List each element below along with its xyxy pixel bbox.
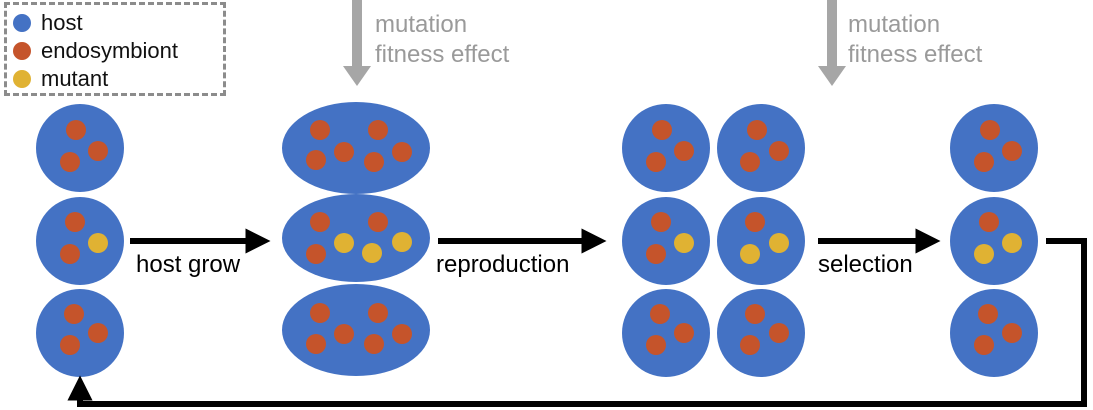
offspring-cell: [717, 289, 805, 377]
legend-item-mutant: mutant: [13, 65, 108, 93]
legend-item-endosymbiont: endosymbiont: [13, 37, 178, 65]
mutation-arrow-2: [818, 0, 846, 86]
endosymbiont-swatch-icon: [13, 42, 31, 60]
legend-label: mutant: [41, 66, 109, 91]
mutation-label-line1: mutation: [848, 11, 940, 38]
mutation-label-line1: mutation: [375, 11, 467, 38]
offspring-cell-mutant: [717, 197, 805, 285]
step-label-selection: selection: [818, 251, 913, 278]
offspring-cell: [622, 104, 710, 192]
host-cell-mutant: [36, 197, 124, 285]
legend: host endosymbiont mutant: [4, 2, 226, 96]
feedback-loop-arrow: [67, 238, 1087, 407]
grown-host-cell-mutant: [282, 194, 430, 282]
mutation-label-line2: fitness effect: [375, 41, 510, 68]
selected-host-cell: [950, 104, 1038, 192]
offspring-cell-mutant: [622, 197, 710, 285]
mutant-swatch-icon: [13, 70, 31, 88]
mutation-label-line2: fitness effect: [848, 41, 983, 68]
offspring-cell: [622, 289, 710, 377]
mutation-arrow-1: [343, 0, 371, 86]
step-label-host-grow: host grow: [136, 251, 241, 278]
legend-label: host: [41, 10, 83, 35]
grown-host-cell: [282, 102, 430, 194]
host-swatch-icon: [13, 14, 31, 32]
selected-host-cell: [950, 289, 1038, 377]
offspring-cell: [717, 104, 805, 192]
host-cell: [36, 104, 124, 192]
selected-host-cell-mutant: [950, 197, 1038, 285]
host-cell: [36, 289, 124, 377]
legend-label: endosymbiont: [41, 38, 178, 63]
grown-host-cell: [282, 284, 430, 376]
step-label-reproduction: reproduction: [436, 251, 569, 278]
legend-item-host: host: [13, 9, 83, 37]
